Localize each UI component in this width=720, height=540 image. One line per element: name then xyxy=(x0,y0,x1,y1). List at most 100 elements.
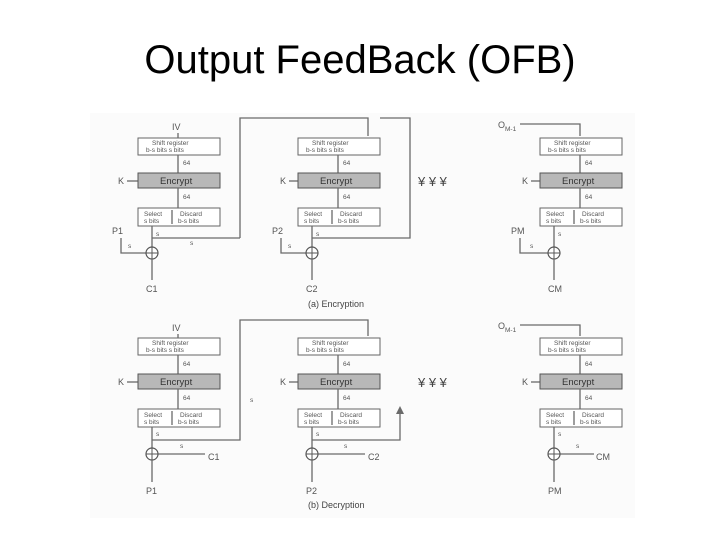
select-bits: s bits xyxy=(304,419,320,426)
width-s-label: s xyxy=(316,431,320,438)
discard-bits: b-s bits xyxy=(580,419,602,426)
key-label: K xyxy=(118,176,124,186)
feedback-wire xyxy=(312,410,401,441)
plaintext-label: P2 xyxy=(306,486,317,496)
width-label: 64 xyxy=(585,361,593,368)
discard-bits: b-s bits xyxy=(178,419,200,426)
width-label: 64 xyxy=(585,194,593,201)
shift-register xyxy=(297,137,381,156)
width-label: 64 xyxy=(585,160,593,167)
discard-label: Discard xyxy=(582,211,604,218)
shift-register xyxy=(297,337,381,356)
shift-register xyxy=(137,137,221,156)
select-bits: s bits xyxy=(144,218,160,225)
width-s-label: s xyxy=(288,243,292,250)
encrypt-label: Encrypt xyxy=(562,377,595,388)
encrypt-box xyxy=(539,172,623,189)
o-label: OM-1 xyxy=(498,120,517,133)
discard-bits: b-s bits xyxy=(580,218,602,225)
width-label: 64 xyxy=(183,160,191,167)
ciphertext-label: C2 xyxy=(368,452,380,462)
plaintext-label: P1 xyxy=(112,226,123,236)
discard-label: Discard xyxy=(180,412,202,419)
encrypt-label: Encrypt xyxy=(320,176,353,187)
width-label: 64 xyxy=(183,395,191,402)
width-s-label: s xyxy=(576,443,580,450)
select-discard-box xyxy=(297,207,381,227)
width-s-label: s xyxy=(558,231,562,238)
shift-register-label: Shift register xyxy=(152,140,189,147)
dec-stage-1: IV Shift register b-s bits s bits 64 K E… xyxy=(118,319,369,496)
select-discard-box xyxy=(539,207,623,227)
iv-label: IV xyxy=(172,122,181,132)
select-bits: s bits xyxy=(304,218,320,225)
discard-label: Discard xyxy=(340,211,362,218)
feedback-wire xyxy=(312,117,411,239)
select-label: Select xyxy=(144,412,162,419)
discard-bits: b-s bits xyxy=(338,419,360,426)
width-s-label: s xyxy=(128,243,132,250)
discard-bits: b-s bits xyxy=(178,218,200,225)
select-bits: s bits xyxy=(546,218,562,225)
discard-label: Discard xyxy=(582,412,604,419)
encrypt-label: Encrypt xyxy=(562,176,595,187)
encrypt-box xyxy=(539,373,623,390)
width-label: 64 xyxy=(343,160,351,167)
shift-register xyxy=(137,337,221,356)
feedback-wire xyxy=(239,117,369,238)
shift-register-bits: b-s bits s bits xyxy=(146,147,185,154)
decryption-caption: (b) Decryption xyxy=(308,500,365,510)
encrypt-label: Encrypt xyxy=(320,377,353,388)
width-s-label: s xyxy=(156,431,160,438)
encrypt-box xyxy=(297,172,381,189)
enc-stage-m: OM-1 Shift register b-s bits s bits 64 K… xyxy=(498,120,623,294)
ciphertext-label: C2 xyxy=(306,284,318,294)
ciphertext-label: CM xyxy=(548,284,562,294)
enc-stage-2: Shift register b-s bits s bits 64 K Encr… xyxy=(272,117,411,294)
width-s-label: s xyxy=(250,397,254,404)
width-s-label: s xyxy=(344,443,348,450)
select-label: Select xyxy=(304,412,322,419)
encryption-caption: (a) Encryption xyxy=(308,299,364,309)
encrypt-box xyxy=(137,373,221,390)
width-label: 64 xyxy=(343,395,351,402)
ellipsis: ¥ ¥ ¥ xyxy=(417,375,448,390)
key-label: K xyxy=(280,176,286,186)
width-label: 64 xyxy=(183,361,191,368)
select-discard-box xyxy=(297,408,381,428)
width-s-label: s xyxy=(180,443,184,450)
width-label: 64 xyxy=(585,395,593,402)
encrypt-box xyxy=(297,373,381,390)
select-bits: s bits xyxy=(546,419,562,426)
slide-title: Output FeedBack (OFB) xyxy=(144,38,576,82)
select-label: Select xyxy=(304,211,322,218)
o-label: OM-1 xyxy=(498,321,517,334)
shift-register-bits: b-s bits s bits xyxy=(548,347,587,354)
select-label: Select xyxy=(546,211,564,218)
shift-register-bits: b-s bits s bits xyxy=(306,147,345,154)
encrypt-label: Encrypt xyxy=(160,377,193,388)
shift-register-label: Shift register xyxy=(312,340,349,347)
key-label: K xyxy=(280,377,286,387)
width-label: 64 xyxy=(343,194,351,201)
select-label: Select xyxy=(144,211,162,218)
encrypt-box xyxy=(137,172,221,189)
dec-stage-2: Shift register b-s bits s bits 64 K Encr… xyxy=(280,337,404,496)
encryption-section: IV Shift register b-s bits s bits 64 K E… xyxy=(112,117,623,309)
plaintext-label: PM xyxy=(548,486,562,496)
shift-register-label: Shift register xyxy=(152,340,189,347)
width-s-label: s xyxy=(530,243,534,250)
shift-register-bits: b-s bits s bits xyxy=(146,347,185,354)
enc-stage-1: IV Shift register b-s bits s bits 64 K E… xyxy=(112,122,240,294)
select-discard-box xyxy=(539,408,623,428)
plaintext-label: P2 xyxy=(272,226,283,236)
discard-label: Discard xyxy=(180,211,202,218)
width-label: 64 xyxy=(343,361,351,368)
select-bits: s bits xyxy=(144,419,160,426)
shift-register-bits: b-s bits s bits xyxy=(306,347,345,354)
key-label: K xyxy=(118,377,124,387)
arrow-up-icon xyxy=(396,406,404,414)
feedback-wire xyxy=(152,319,369,441)
select-discard-box xyxy=(137,207,221,227)
